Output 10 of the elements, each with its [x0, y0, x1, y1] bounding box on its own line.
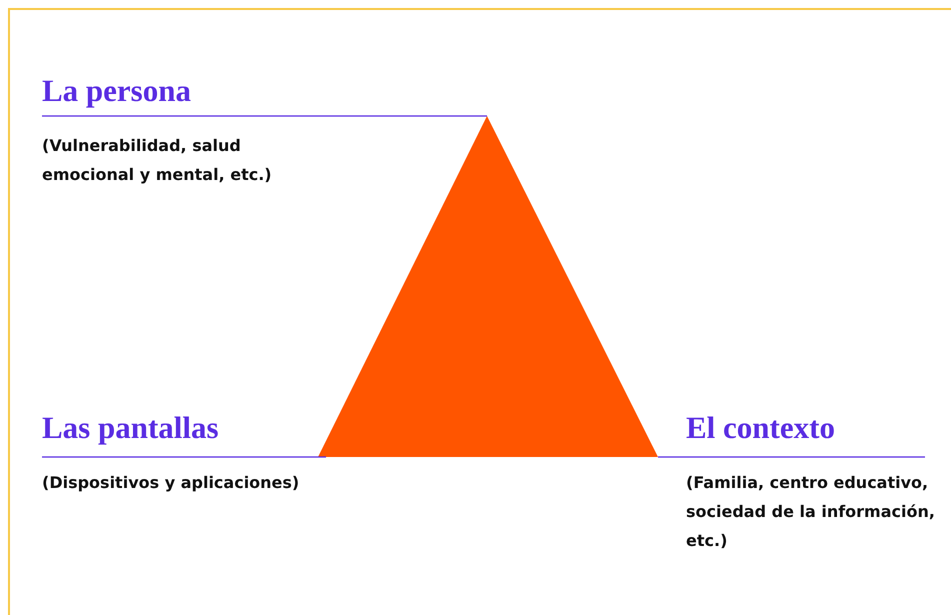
description: (Familia, centro educativo, sociedad de la información, etc.)	[686, 472, 936, 552]
heading: Las pantallas	[42, 409, 219, 447]
triangle	[318, 116, 658, 457]
leader-line	[658, 456, 925, 458]
leader-line	[42, 456, 326, 458]
heading: La persona	[42, 72, 191, 110]
leader-line	[42, 115, 487, 117]
description: (Vulnerabilidad, salud emocional y mental, etc.)	[42, 135, 273, 186]
heading: El contexto	[686, 409, 835, 447]
description: (Dispositivos y aplicaciones)	[42, 472, 300, 494]
